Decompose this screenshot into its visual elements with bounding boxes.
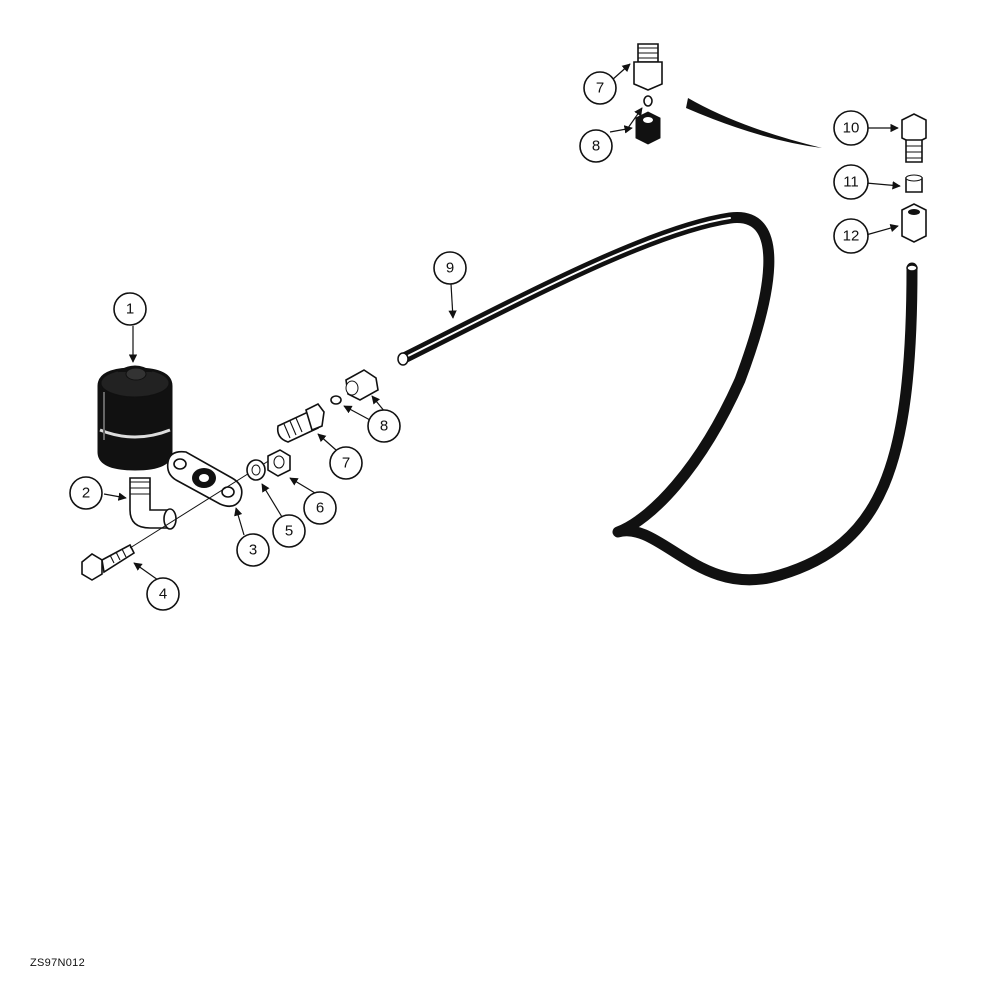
callout-7-lower: 7 <box>329 446 363 480</box>
callout-10: 10 <box>833 110 869 146</box>
hex-bolt <box>81 459 271 581</box>
figure-code: ZS97N012 <box>30 957 85 969</box>
mounting-flange <box>166 450 243 508</box>
compression-sleeve-and-nut <box>330 369 379 405</box>
callout-7-upper: 7 <box>583 71 617 105</box>
callout-3-label: 3 <box>249 542 257 559</box>
filter-canister <box>97 365 173 471</box>
callout-5: 5 <box>272 514 306 548</box>
callout-9-label: 9 <box>446 260 454 277</box>
elbow-fitting <box>129 477 177 530</box>
callout-8-upper-label: 8 <box>592 138 600 155</box>
fuel-hose <box>397 212 918 586</box>
callout-4: 4 <box>146 577 180 611</box>
hose-barb-fitting <box>901 113 927 163</box>
upper-connector-fitting <box>633 43 663 91</box>
callout-1-label: 1 <box>126 301 134 318</box>
callout-7-upper-label: 7 <box>596 80 604 97</box>
callout-5-label: 5 <box>285 523 293 540</box>
callout-2: 2 <box>69 476 103 510</box>
callout-12-label: 12 <box>843 228 860 245</box>
callout-6-label: 6 <box>316 500 324 517</box>
hose-nut <box>901 203 927 243</box>
connector-fitting <box>276 402 325 443</box>
callout-1: 1 <box>113 292 147 326</box>
callout-8-upper: 8 <box>579 129 613 163</box>
upper-compression-sleeve-and-nut <box>635 95 661 145</box>
hex-nut <box>267 449 291 477</box>
callout-6: 6 <box>303 491 337 525</box>
hose-end-wedge <box>686 98 822 148</box>
callout-8-lower: 8 <box>367 409 401 443</box>
callout-3: 3 <box>236 533 270 567</box>
callout-9: 9 <box>433 251 467 285</box>
callout-8-lower-label: 8 <box>380 418 388 435</box>
callout-2-label: 2 <box>82 485 90 502</box>
lock-washer <box>246 459 266 481</box>
callout-11: 11 <box>833 164 869 200</box>
callout-10-label: 10 <box>843 120 860 137</box>
callout-7-lower-label: 7 <box>342 455 350 472</box>
ferrule <box>905 174 923 193</box>
callout-12: 12 <box>833 218 869 254</box>
callout-4-label: 4 <box>159 586 167 603</box>
callout-11-label: 11 <box>843 174 859 191</box>
